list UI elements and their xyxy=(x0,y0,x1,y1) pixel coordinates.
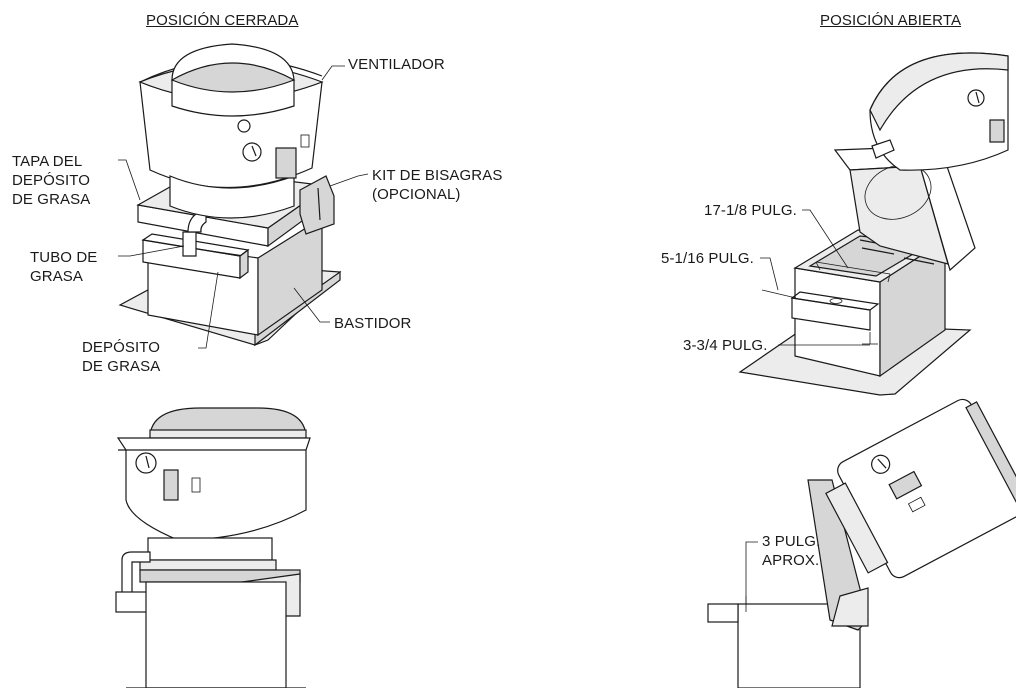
dim-width-label: 17-1/8 PULG. xyxy=(704,202,797,219)
frame-label: BASTIDOR xyxy=(334,315,412,332)
dim-depth-label: 5-1/16 PULG. xyxy=(661,250,754,267)
closed-side-view xyxy=(115,407,311,688)
open-iso-leaders xyxy=(760,209,870,346)
junction-box xyxy=(275,147,297,179)
fan-label: VENTILADOR xyxy=(348,56,445,73)
grease-cover-label: TAPA DEL DEPÓSITO DE GRASA xyxy=(12,153,91,208)
open-iso-view xyxy=(738,52,1009,396)
grease-box-label: DEPÓSITO DE GRASA xyxy=(82,339,161,375)
grease-tube xyxy=(182,231,197,257)
open-side-view xyxy=(707,398,1016,688)
dim-height-label: 3-3/4 PULG. xyxy=(683,337,768,354)
grease-tube-label: TUBO DE GRASA xyxy=(30,249,98,285)
closed-position-title: POSICIÓN CERRADA xyxy=(146,12,299,29)
hinge-kit-label: KIT DE BISAGRAS (OPCIONAL) xyxy=(372,167,503,203)
closed-iso-view xyxy=(118,43,342,347)
gauge-icon xyxy=(242,142,262,162)
closed-iso-leaders xyxy=(118,65,369,349)
dim-clearance-label: 3 PULG. APROX. xyxy=(762,533,821,569)
open-position-title: POSICIÓN ABIERTA xyxy=(820,12,962,29)
side-frame-box xyxy=(145,581,287,688)
hinge-kit xyxy=(299,175,335,235)
